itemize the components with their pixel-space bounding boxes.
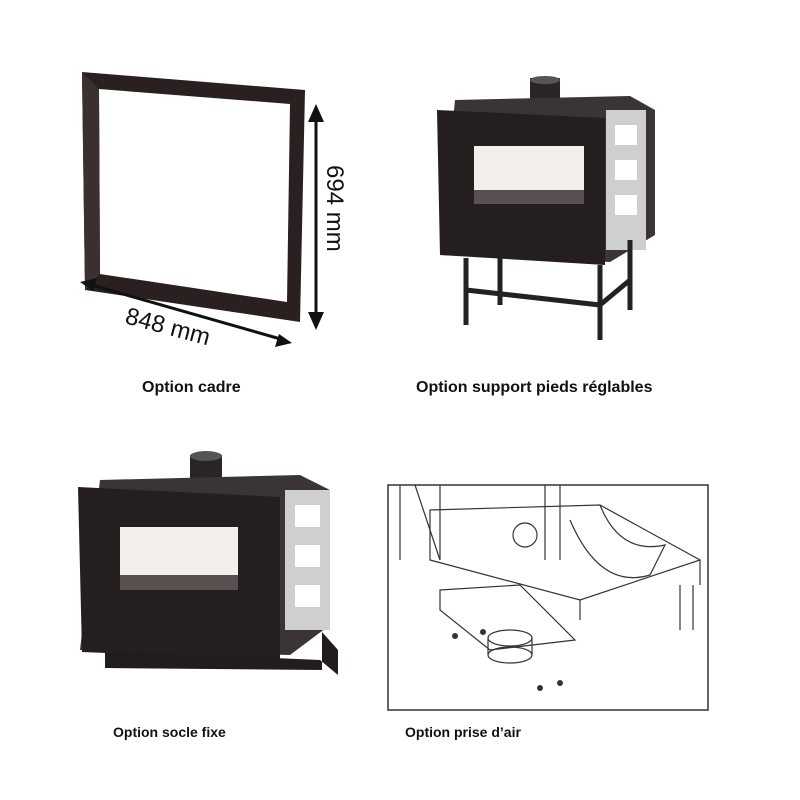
height-dimension-arrow [308, 104, 324, 330]
insert-on-adjustable-feet [437, 76, 655, 340]
caption-air-intake-option: Option prise d’air [405, 724, 521, 740]
height-label: 694 mm [321, 165, 348, 252]
width-dimension-arrow [80, 278, 292, 347]
caption-frame-option: Option cadre [142, 379, 241, 396]
air-intake-diagram [387, 484, 709, 711]
caption-adjustable-feet-option: Option support pieds réglables [416, 379, 653, 396]
frame-illustration [82, 72, 305, 322]
width-label: 848 mm [122, 303, 213, 352]
caption-fixed-base-option: Option socle fixe [113, 724, 226, 740]
insert-on-fixed-base [78, 451, 338, 675]
